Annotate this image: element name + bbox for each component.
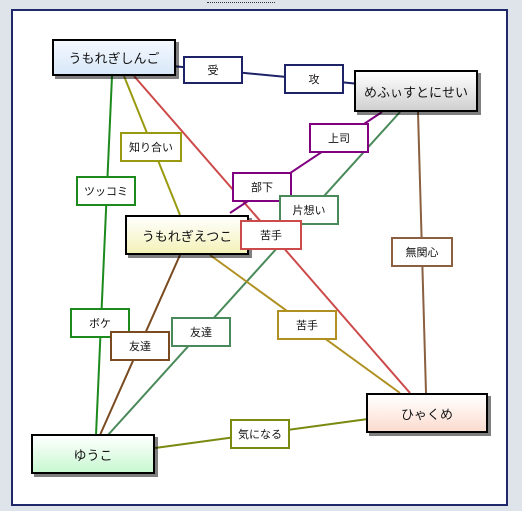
label-tomodachi-green: 友達	[171, 317, 231, 347]
label-nigate-gold: 苦手	[277, 310, 337, 340]
label-nigate-red: 苦手	[240, 220, 302, 250]
node-yuuko[interactable]: ゆうこ	[31, 434, 155, 474]
edge-tsukkomi-boke	[95, 75, 113, 436]
label-mukanshin: 無関心	[391, 237, 453, 267]
label-shiriai: 知り合い	[120, 132, 182, 162]
label-uke: 受	[183, 56, 243, 84]
label-tsukkomi: ツッコミ	[76, 176, 136, 206]
node-umoregi-etsuko[interactable]: うもれぎえつこ	[125, 215, 249, 255]
node-hyakume[interactable]: ひゃくめ	[366, 393, 488, 433]
label-tomodachi-brown: 友達	[110, 331, 170, 361]
edge-kataomoi-tomodachi	[107, 111, 401, 436]
node-umoregi-shingo[interactable]: うもれぎしんご	[52, 39, 176, 76]
label-kininaru: 気になる	[230, 419, 290, 449]
header-link[interactable]	[207, 0, 275, 3]
node-mefisto-nisei[interactable]: めふぃすとにせい	[354, 70, 478, 112]
label-seme: 攻	[284, 64, 344, 94]
label-joushi: 上司	[309, 123, 369, 153]
